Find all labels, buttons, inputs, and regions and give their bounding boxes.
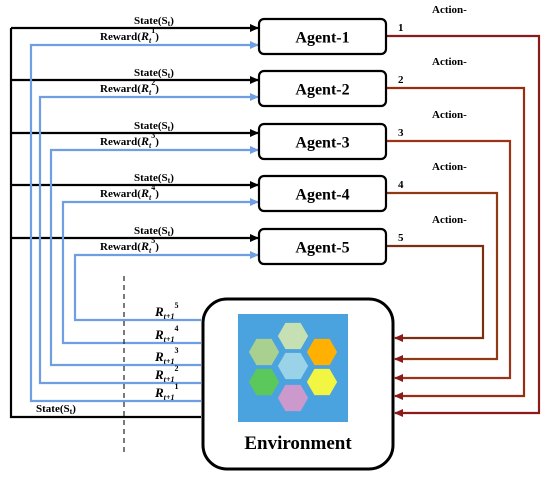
agent-box <box>257 17 388 56</box>
state-label: State(St) <box>134 225 174 238</box>
action-lines <box>386 34 541 417</box>
reward-line <box>61 198 259 345</box>
reward-line <box>73 251 259 322</box>
action-line <box>386 244 485 342</box>
agent-node: Agent-5 <box>257 227 388 266</box>
feedback-reward-label: Rt+14 <box>154 324 178 344</box>
action-line <box>386 191 499 363</box>
action-line <box>386 139 512 382</box>
hexagon-tile <box>276 351 310 381</box>
action-label: Action- <box>432 161 467 173</box>
agent-label: Agent-1 <box>295 30 349 47</box>
hexagon-cluster-image <box>247 321 339 413</box>
hexagon-tile <box>276 321 310 351</box>
action-number: 4 <box>398 179 404 191</box>
agent-label: Agent-3 <box>295 135 349 152</box>
reward-label: Reward(Rt4) <box>100 183 159 202</box>
feedback-reward-label: Rt+13 <box>154 346 178 366</box>
action-label: Action- <box>432 214 467 226</box>
state-lines <box>9 24 259 419</box>
reward-label: Reward(Rt2) <box>100 78 159 97</box>
environment-label: Environment <box>244 433 352 454</box>
state-label: State(St) <box>134 67 174 80</box>
reward-label: Reward(Rt3) <box>100 131 159 150</box>
action-line <box>386 86 526 400</box>
action-label: Action- <box>432 56 467 68</box>
reward-lines <box>29 41 259 403</box>
agent-box <box>257 122 388 161</box>
agent-box <box>257 174 388 213</box>
agent-node: Agent-3 <box>257 122 388 161</box>
agent-box <box>257 227 388 266</box>
hexagon-tile <box>247 367 281 397</box>
state-label: State(St) <box>134 172 174 185</box>
agent-label: Agent-4 <box>295 187 349 204</box>
environment-state-label: State(St) <box>36 403 76 416</box>
action-label: Action- <box>432 4 467 16</box>
reward-label: Reward(Rt5) <box>100 236 159 255</box>
reward-line <box>49 146 259 367</box>
reward-line <box>38 93 259 385</box>
reward-line <box>29 41 259 403</box>
hexagon-tile <box>305 367 339 397</box>
environment-node: Environment <box>201 297 395 471</box>
hexagon-tile <box>305 337 339 367</box>
action-label: Action- <box>432 109 467 121</box>
reward-label: Reward(Rt1) <box>100 26 159 45</box>
state-trunk-line <box>9 28 201 419</box>
agent-box <box>257 69 388 108</box>
hexagon-tile <box>247 337 281 367</box>
agent-node: Agent-2 <box>257 69 388 108</box>
agent-node: Agent-4 <box>257 174 388 213</box>
agent-label: Agent-5 <box>295 240 349 257</box>
action-number: 1 <box>398 22 404 34</box>
action-number: 2 <box>398 74 404 86</box>
agent-node: Agent-1 <box>257 17 388 56</box>
state-label: State(St) <box>134 120 174 133</box>
action-number: 3 <box>398 127 404 139</box>
agent-label: Agent-2 <box>295 82 349 99</box>
feedback-reward-label: Rt+11 <box>154 382 178 402</box>
action-line <box>386 34 541 417</box>
labels: State(St)Reward(Rt1)Action-1Rt+11State(S… <box>36 4 467 416</box>
action-number: 5 <box>398 232 404 244</box>
hexagon-tile <box>276 383 310 413</box>
state-label: State(St) <box>134 15 174 28</box>
feedback-reward-label: Rt+12 <box>154 364 178 384</box>
feedback-reward-label: Rt+15 <box>154 301 178 321</box>
